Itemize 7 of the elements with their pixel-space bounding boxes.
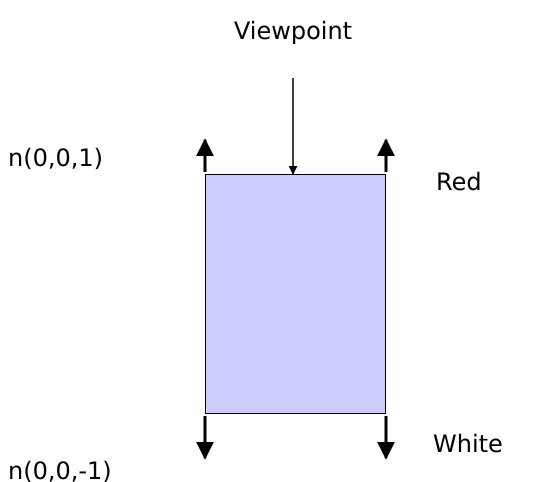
- text-label: White: [433, 429, 503, 460]
- text-label: n(0,0,1): [8, 143, 104, 174]
- text-label: Viewpoint: [213, 14, 373, 48]
- text-label: n(0,0,-1): [8, 456, 112, 482]
- arrow: [288, 78, 298, 175]
- rectangle: [205, 174, 386, 414]
- text-label: Red: [436, 167, 482, 198]
